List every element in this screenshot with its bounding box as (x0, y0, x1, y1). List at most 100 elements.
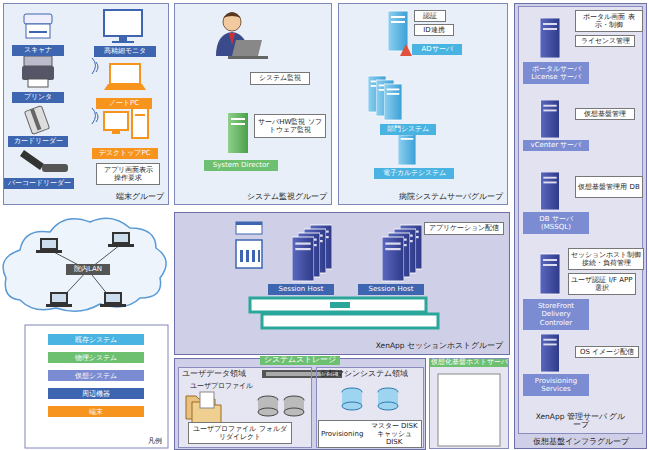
box-text: カードリーダー (14, 137, 63, 145)
label-box: セッションホスト制御 接続・負荷管理 (568, 248, 644, 270)
box-text: アプリ画面表示 操作要求 (99, 166, 157, 182)
legend-swatch: 仮想システム (48, 370, 144, 381)
box-text: ポータルサーバ License サーバ (525, 65, 587, 81)
box-text: ユーザプロファイル フォルダリダイレクト (191, 425, 289, 441)
box-text: 部門システム (387, 125, 429, 133)
label-box: 部門システム (380, 124, 436, 135)
group-panel: 仮想基盤インフラグループ XenApp 管理サーバ グループ ポータル画面 表示・制… (514, 3, 647, 449)
group-heading: システム監視グループ (247, 193, 327, 202)
group-panel: 病院システムサーバグループ 認証 ID連携 ADサーバ部門システム電子カルテシステム (338, 3, 508, 205)
label-box: カードリーダー (8, 136, 68, 147)
box-text: 仮想基盤管理 (584, 110, 626, 118)
group-heading: XenApp セッションホストグループ (376, 342, 503, 351)
note-label: 凡例 (148, 436, 162, 446)
box-text: vCenter サーバ (531, 141, 582, 149)
box-text: プリンタ (24, 93, 52, 101)
box-text: Session Host (279, 285, 324, 293)
label-box: ライセンス管理 (575, 35, 635, 47)
label-box: 仮想基盤管理用 DB (575, 176, 643, 198)
box-text: Provisioning Services (525, 377, 587, 393)
group-heading: 病院システムサーバグループ (399, 193, 503, 202)
group-panel: ユーザデータ領域ユーザプロファイル フォルダリダイレクト (178, 367, 312, 448)
label-box: 院内LAN (66, 264, 110, 275)
label-box: アプリ画面表示 操作要求 (96, 163, 160, 185)
label-box: System Director (204, 160, 278, 171)
group-heading: XenApp 管理サーバ グループ (535, 413, 627, 430)
label-box: ユーザ認証 I/F APP 選択 (568, 273, 636, 295)
label-box: 仮想基盤管理 (575, 108, 635, 120)
legend-text: 既存システム (75, 335, 117, 345)
legend-swatch: 周辺機器 (48, 388, 144, 399)
legend-text: 周辺機器 (82, 389, 110, 399)
box-text: 高精細モニタ (104, 47, 146, 55)
legend-swatch: 物理システム (48, 352, 144, 363)
group-panel: 端末グループ スキャナプリンタカードリーダーバーコードリーダー 高精細モニタノートP… (3, 3, 169, 205)
label-box: ADサーバ (412, 44, 462, 55)
legend-text: 端末 (89, 407, 103, 417)
legend-swatch: 端末 (48, 406, 144, 417)
legend-swatch: 既存システム (48, 334, 144, 345)
group-heading: 仮想基盤インフラグループ (533, 438, 629, 447)
session-host-icons (236, 222, 438, 328)
note-label: ユーザプロファイル (190, 381, 253, 391)
group-heading: 端末グループ (116, 193, 164, 202)
box-text: 電子カルテシステム (383, 169, 446, 177)
box-text: ライセンス管理 (581, 37, 630, 45)
box-text: サーバHW監視 ソフトウェア監視 (257, 118, 323, 134)
group-panel: システムストレージユーザデータ領域ユーザプロファイル フォルダリダイレクト仮想マ… (174, 358, 426, 450)
label-box: バーコードリーダー (4, 178, 74, 189)
group-panel: システム監視グループ システム監視 System Director サーバHW監視 ソ… (174, 3, 332, 205)
label-box: ポータルサーバ License サーバ (523, 62, 589, 84)
box-text: ノートPC (109, 99, 139, 107)
box-text: DB サーバ (MSSQL) (525, 215, 587, 231)
box-text: スキャナ (24, 46, 52, 54)
group-heading: ユーザデータ領域 (182, 370, 246, 379)
label-box: ポータル画面 表示・制御 (575, 10, 643, 32)
group-heading: システムストレージ (260, 356, 340, 365)
group-panel: 仮想マシンシステム領域 Provisioning マスター DISK キャッシュ D… (316, 367, 424, 448)
label-box: 認証 (414, 10, 446, 22)
label-box: DB サーバ (MSSQL) (523, 212, 589, 234)
box-text: デスクトップPC (99, 149, 150, 157)
box-text: システム監視 (259, 74, 301, 82)
label-box: ユーザプロファイル フォルダリダイレクト (188, 422, 292, 444)
label-box: StoreFront Delivery Controler (523, 299, 589, 330)
box-text: ID連携 (423, 26, 444, 34)
label-box: スキャナ (12, 45, 64, 56)
label-box: OS イメージ配信 (575, 346, 639, 358)
label-box: デスクトップPC (92, 148, 158, 159)
label-box: サーバHW監視 ソフトウェア監視 (254, 114, 326, 138)
panel-fills (3, 3, 647, 450)
box-text: ポータル画面 表示・制御 (578, 13, 640, 29)
box-text: ADサーバ (421, 45, 452, 53)
box-text: ユーザ認証 I/F APP 選択 (571, 276, 633, 292)
lan-cloud (3, 218, 166, 311)
box-text: アプリケーション配信 (429, 224, 499, 232)
box-text: 仮想基盤管理用 DB (578, 183, 639, 191)
box-text: セッションホスト制御 接続・負荷管理 (571, 251, 641, 267)
label-box: 電子カルテシステム (374, 168, 454, 179)
box-text: マスター DISK キャッシュ DISK (369, 422, 419, 446)
label-box: Provisioning マスター DISK キャッシュ DISK (318, 420, 422, 448)
legend-text: 物理システム (75, 353, 117, 363)
label-box: Session Host (358, 284, 424, 295)
label-box: アプリケーション配信 (424, 222, 504, 235)
group-heading: 仮想マシンシステム領域 (320, 370, 408, 379)
label-box: ID連携 (414, 24, 454, 36)
label-box: vCenter サーバ (523, 140, 589, 151)
box-text: System Director (213, 161, 269, 169)
box-text: バーコードリーダー (8, 179, 71, 187)
label-box: 高精細モニタ (94, 46, 156, 57)
box-text: 認証 (423, 12, 437, 20)
box-text: StoreFront Delivery Controler (525, 302, 587, 326)
group-panel: 仮想化基盤ホストサーバ (429, 358, 509, 449)
label-box: Provisioning Services (523, 374, 589, 396)
legend-text: 仮想システム (75, 371, 117, 381)
label-box: プリンタ (12, 92, 64, 103)
label-box: Session Host (268, 284, 334, 295)
hospital-server-icons (368, 11, 416, 165)
box-text: Provisioning (321, 430, 363, 438)
storage-icons (186, 370, 500, 446)
label-box: ノートPC (96, 98, 152, 109)
group-panel: XenApp セッションホストグループ アプリケーション配信 Session Hos… (174, 212, 510, 355)
